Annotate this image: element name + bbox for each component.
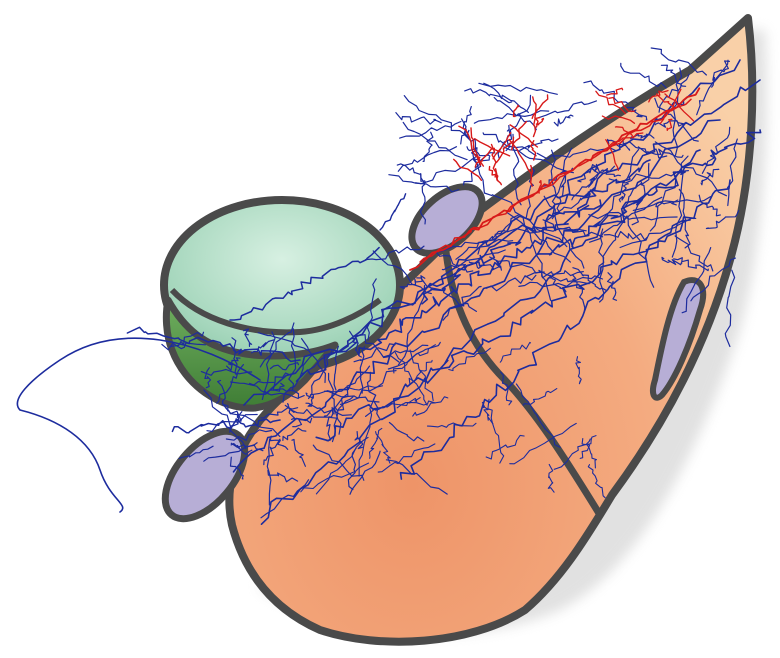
blue-fiber-twig: [479, 83, 557, 94]
blue-fiber-twig: [584, 81, 628, 104]
red-fiber-twig: [532, 95, 548, 118]
blue-fiber-twig: [554, 115, 573, 126]
blue-fiber-twig: [621, 63, 666, 88]
blue-fiber-twig: [465, 89, 512, 103]
blue-fiber-twig: [539, 101, 597, 118]
blue-fiber-twig: [484, 83, 529, 112]
blue-fiber-twig: [403, 122, 467, 159]
blue-fiber-branch: [380, 194, 406, 230]
blue-fiber-twig: [464, 157, 490, 185]
